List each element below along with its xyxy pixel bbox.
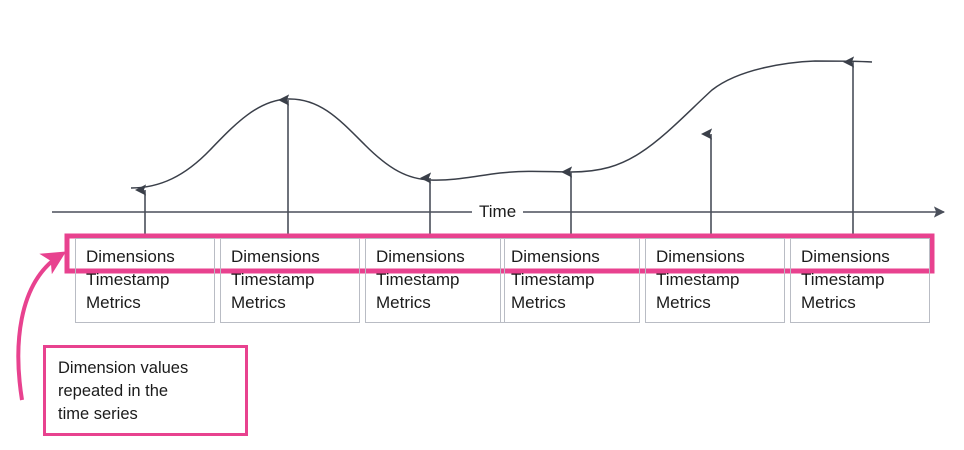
- record-field-metrics: Metrics: [86, 293, 141, 312]
- time-series-curve: [130, 60, 873, 189]
- callout-arrow: [16, 251, 67, 401]
- annotation-line-1: Dimension values: [58, 359, 189, 377]
- record-field-metrics: Metrics: [231, 293, 286, 312]
- record-box: Dimensions Timestamp Metrics: [75, 238, 215, 323]
- annotation-line-2: repeated in the: [58, 382, 169, 400]
- record-field-metrics: Metrics: [511, 293, 566, 312]
- record-box: Dimensions Timestamp Metrics: [500, 238, 640, 323]
- annotation-line-3: time series: [58, 405, 138, 423]
- record-field-dimensions: Dimensions: [376, 247, 465, 266]
- record-field-dimensions: Dimensions: [801, 247, 890, 266]
- record-field-dimensions: Dimensions: [511, 247, 600, 266]
- record-field-dimensions: Dimensions: [656, 247, 745, 266]
- record-box: Dimensions Timestamp Metrics: [365, 238, 505, 323]
- record-box: Dimensions Timestamp Metrics: [645, 238, 785, 323]
- record-field-timestamp: Timestamp: [86, 270, 170, 289]
- record-field-timestamp: Timestamp: [656, 270, 740, 289]
- time-axis-label: Time: [472, 202, 524, 222]
- record-box: Dimensions Timestamp Metrics: [220, 238, 360, 323]
- record-field-timestamp: Timestamp: [376, 270, 460, 289]
- record-field-timestamp: Timestamp: [231, 270, 315, 289]
- record-field-metrics: Metrics: [801, 293, 856, 312]
- record-field-timestamp: Timestamp: [511, 270, 595, 289]
- record-field-dimensions: Dimensions: [231, 247, 320, 266]
- record-field-metrics: Metrics: [656, 293, 711, 312]
- dimensions-highlight-band: [64, 233, 935, 274]
- record-field-dimensions: Dimensions: [86, 247, 175, 266]
- record-field-timestamp: Timestamp: [801, 270, 885, 289]
- record-box: Dimensions Timestamp Metrics: [790, 238, 930, 323]
- annotation-callout: Dimension values repeated in the time se…: [43, 345, 248, 436]
- record-field-metrics: Metrics: [376, 293, 431, 312]
